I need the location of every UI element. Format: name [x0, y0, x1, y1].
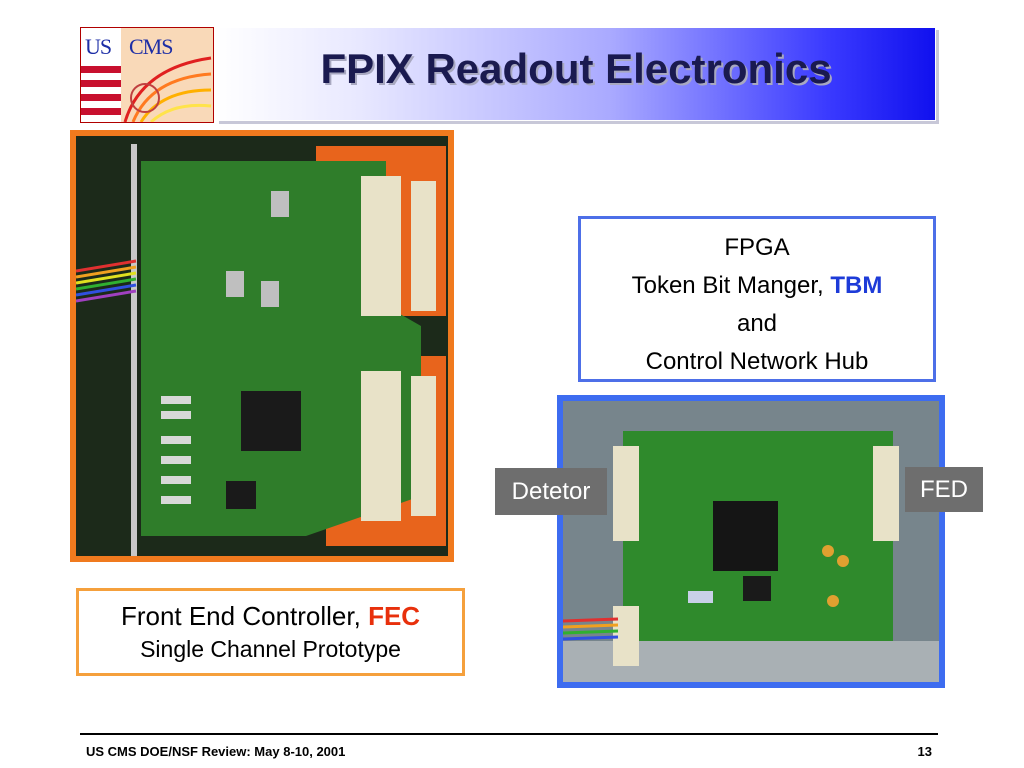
page-number: 13: [917, 744, 932, 759]
fpga-line2: Token Bit Manger, TBM: [581, 267, 933, 305]
footer-text: US CMS DOE/NSF Review: May 8-10, 2001: [86, 744, 346, 759]
fpga-line2-prefix: Token Bit Manger,: [631, 272, 831, 299]
tbm-highlight: TBM: [830, 272, 883, 299]
tbm-board-photo: [557, 395, 945, 688]
logo-text-cms: CMS: [129, 34, 173, 59]
logo-graphic-icon: [81, 28, 213, 122]
fec-line2: Single Channel Prototype: [140, 636, 401, 662]
fpga-description-box: FPGA Token Bit Manger, TBM and Control N…: [578, 216, 936, 382]
title-banner: [216, 27, 936, 121]
fed-label: FED: [905, 467, 983, 512]
tbm-board-icon: [562, 401, 939, 682]
fpga-line3: and: [736, 310, 778, 337]
fec-line1-prefix: Front End Controller,: [120, 601, 369, 631]
fec-board-icon: [75, 136, 448, 556]
fec-highlight: FEC: [368, 601, 421, 631]
detetor-label: Detetor: [495, 468, 607, 515]
page-title: FPIX Readout Electronics: [320, 45, 832, 92]
fec-description-box: Front End Controller, FEC Single Channel…: [76, 588, 465, 676]
us-cms-logo: US CMS: [80, 27, 214, 123]
fpga-line4: Control Network Hub: [645, 348, 869, 375]
fec-line1: Front End Controller, FEC: [79, 599, 462, 633]
footer-divider: [80, 733, 938, 735]
fec-board-photo: [70, 130, 454, 562]
fpga-line1: FPGA: [724, 234, 790, 261]
logo-text-us: US: [85, 34, 112, 59]
